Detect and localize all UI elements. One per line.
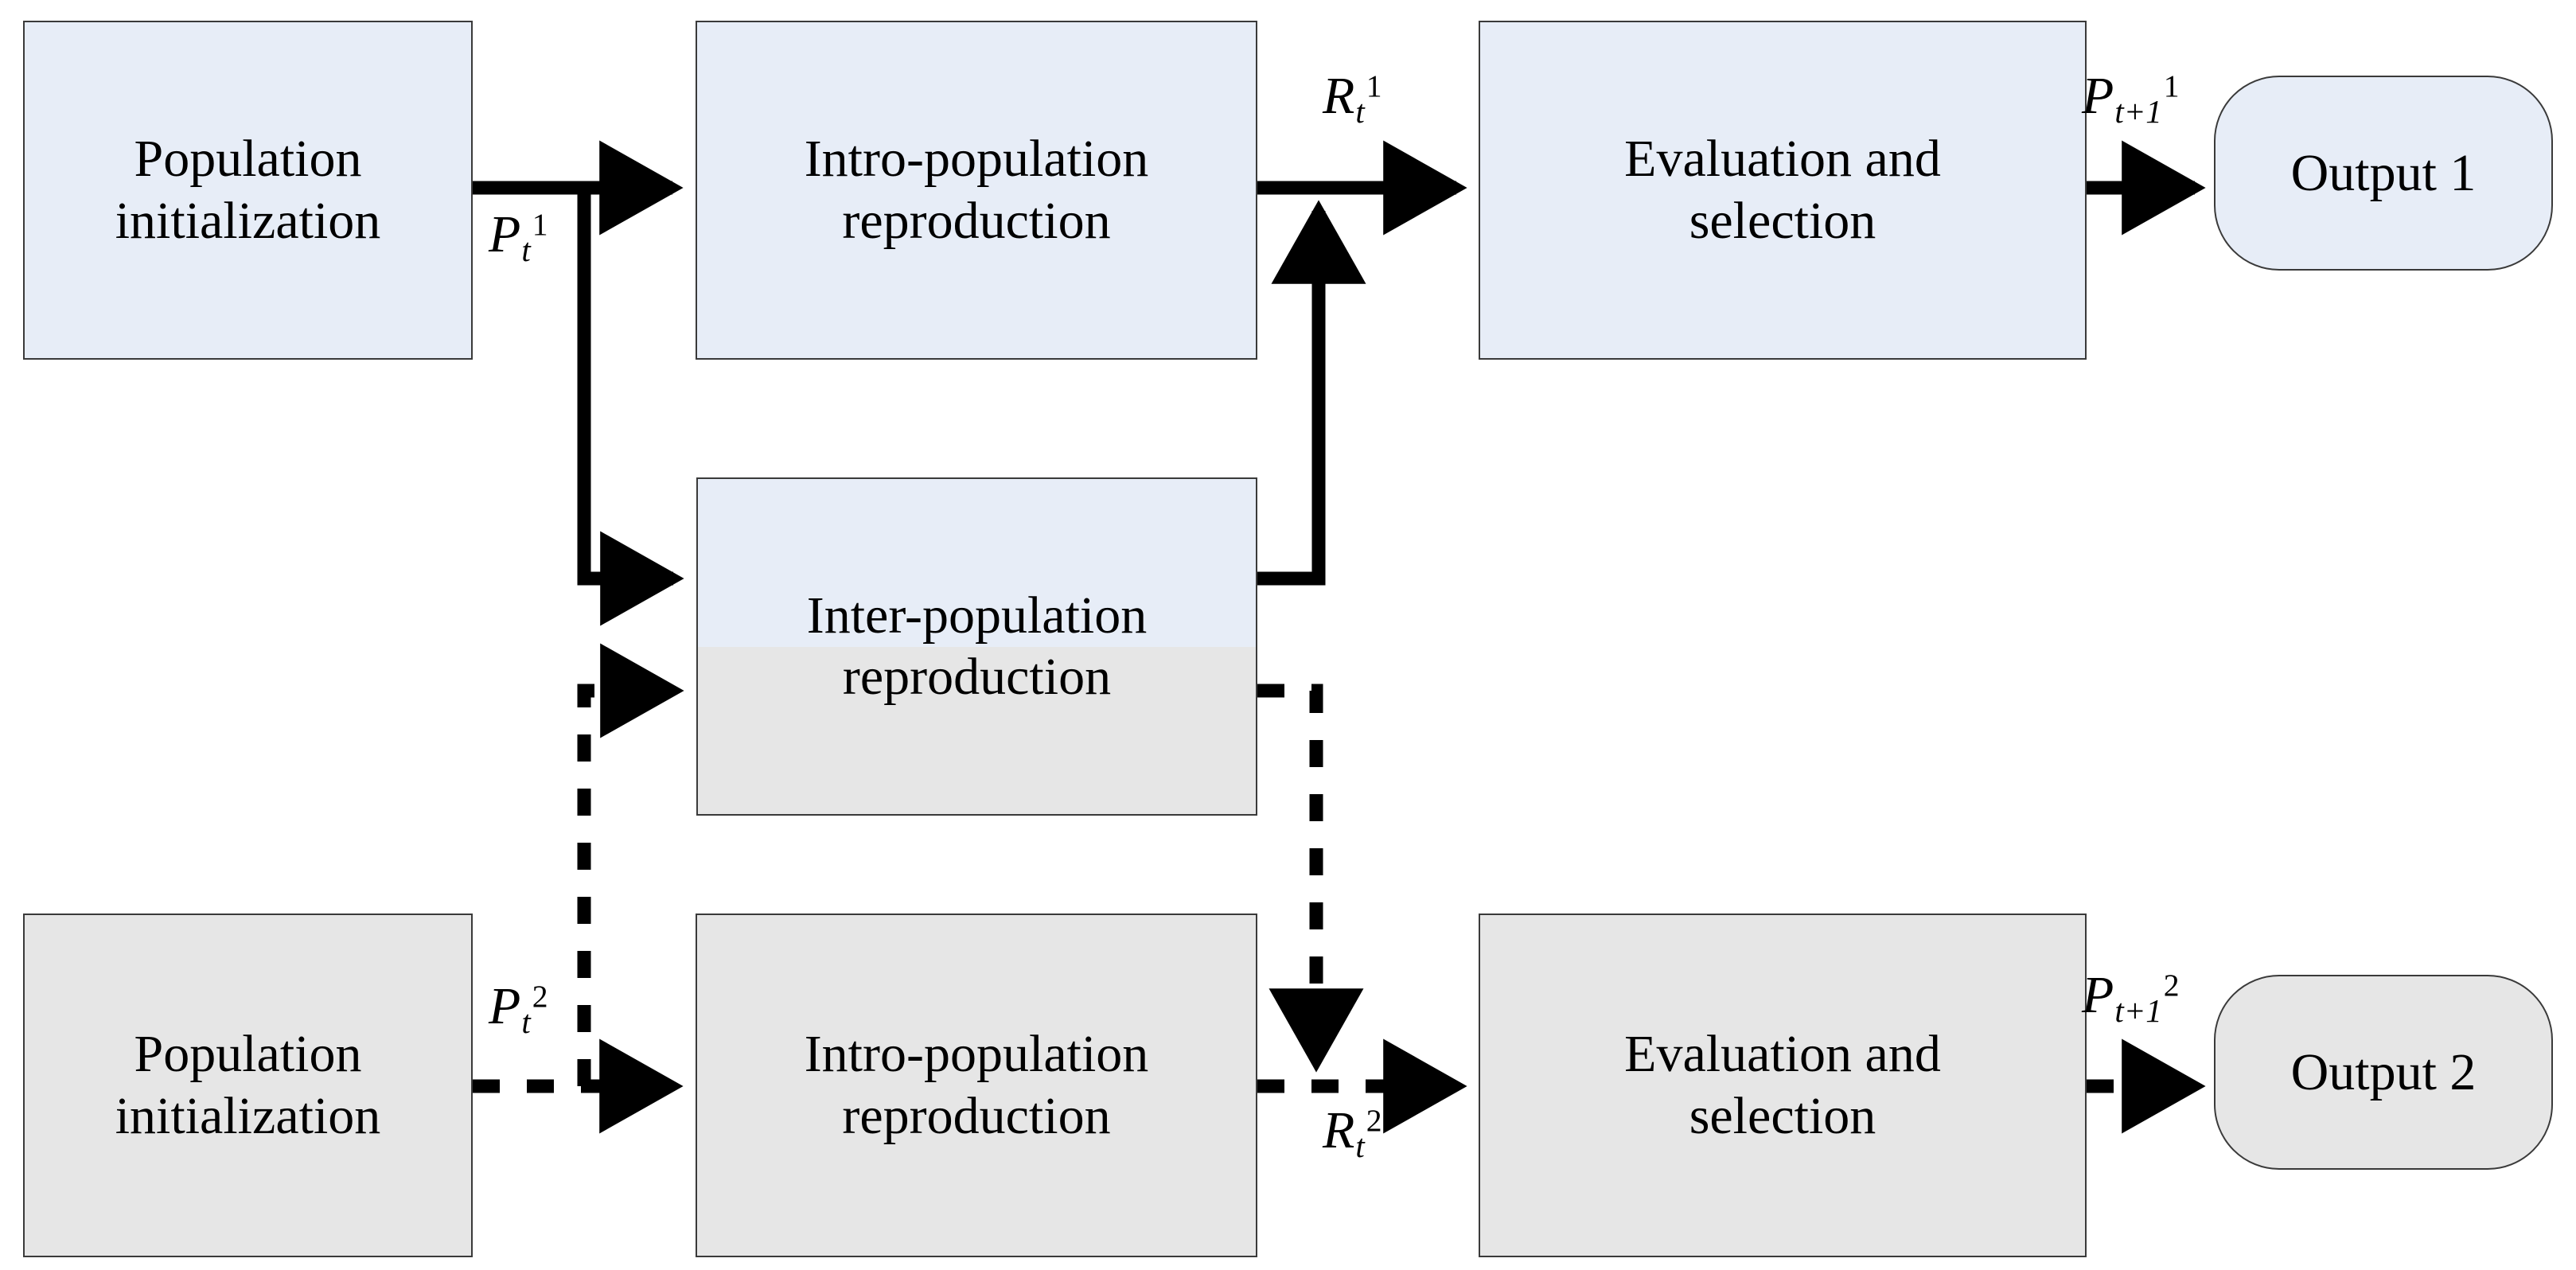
line: reproduction (842, 648, 1112, 707)
node-inter-population-reproduction-label: Inter-population reproduction (698, 585, 1256, 709)
edge-pop1-to-inter (577, 188, 684, 626)
node-top-evaluation-and-selection-label: Evaluation and selection (1480, 128, 2085, 252)
node-top-intro-population-reproduction[interactable]: Intro-population reproduction (696, 21, 1257, 360)
node-output-2-label: Output 2 (2290, 1042, 2477, 1101)
sym-sub: t (1355, 1128, 1365, 1165)
edge-inter-to-eval2 (1257, 684, 1364, 1073)
node-bottom-evaluation-and-selection-label: Evaluation and selection (1480, 1023, 2085, 1147)
edge-label-r-t-1: Rt1 (1323, 70, 1382, 129)
node-bottom-population-initialization[interactable]: Population initialization (23, 914, 473, 1257)
line: selection (1689, 192, 1876, 250)
node-bottom-intro-population-reproduction-label: Intro-population reproduction (697, 1023, 1256, 1147)
node-bottom-population-initialization-label: Population initialization (25, 1023, 471, 1147)
edge-label-p-t-1: Pt1 (489, 208, 548, 267)
edge-label-p-t1-2: Pt+12 (2082, 969, 2180, 1028)
node-output-1[interactable]: Output 1 (2214, 76, 2553, 271)
sym-base: P (489, 977, 521, 1035)
node-top-intro-population-reproduction-label: Intro-population reproduction (697, 128, 1256, 252)
sym-sup: 1 (2163, 68, 2180, 104)
sym-sup: 1 (1366, 68, 1382, 104)
sym-base: R (1323, 67, 1355, 125)
sym-sub: t+1 (2114, 94, 2162, 131)
node-output-2[interactable]: Output 2 (2214, 975, 2553, 1170)
sym-sub: t (521, 232, 531, 269)
sym-sub: t (521, 1004, 531, 1041)
sym-sub: t (1355, 94, 1365, 131)
node-top-population-initialization-label: Population initialization (25, 128, 471, 252)
line: initialization (115, 1087, 381, 1145)
line: Inter-population (806, 586, 1148, 645)
edge-label-p-t1-1: Pt+11 (2082, 70, 2180, 129)
edge-label-r-t-2: Rt2 (1323, 1104, 1382, 1163)
line: Intro-population (804, 130, 1149, 189)
line: Intro-population (804, 1025, 1149, 1084)
sym-sub: t+1 (2114, 993, 2162, 1030)
inter-population-gray-half (698, 646, 1256, 814)
node-bottom-evaluation-and-selection[interactable]: Evaluation and selection (1479, 914, 2087, 1257)
sym-base: P (2082, 67, 2114, 125)
sym-sup: 2 (1366, 1103, 1382, 1139)
edge-pop2-to-inter (577, 643, 684, 1086)
edge-label-p-t-2: Pt2 (489, 980, 548, 1039)
node-inter-population-reproduction[interactable]: Inter-population reproduction (696, 477, 1257, 816)
node-top-evaluation-and-selection[interactable]: Evaluation and selection (1479, 21, 2087, 360)
line: reproduction (842, 192, 1111, 250)
sym-sup: 2 (2163, 968, 2180, 1003)
line: Evaluation and (1624, 130, 1941, 189)
line: Evaluation and (1624, 1025, 1941, 1084)
sym-sup: 2 (532, 979, 548, 1015)
line: Population (134, 130, 362, 189)
node-output-1-label: Output 1 (2290, 143, 2477, 202)
edge-inter-to-eval1 (1257, 200, 1366, 586)
sym-sup: 1 (532, 207, 548, 243)
line: reproduction (842, 1087, 1111, 1145)
sym-base: P (489, 205, 521, 263)
node-bottom-intro-population-reproduction[interactable]: Intro-population reproduction (696, 914, 1257, 1257)
line: selection (1689, 1087, 1876, 1145)
sym-base: R (1323, 1101, 1355, 1159)
sym-base: P (2082, 966, 2114, 1024)
line: Population (134, 1025, 362, 1084)
line: initialization (115, 192, 381, 250)
inter-population-blue-half (698, 479, 1256, 647)
node-top-population-initialization[interactable]: Population initialization (23, 21, 473, 360)
